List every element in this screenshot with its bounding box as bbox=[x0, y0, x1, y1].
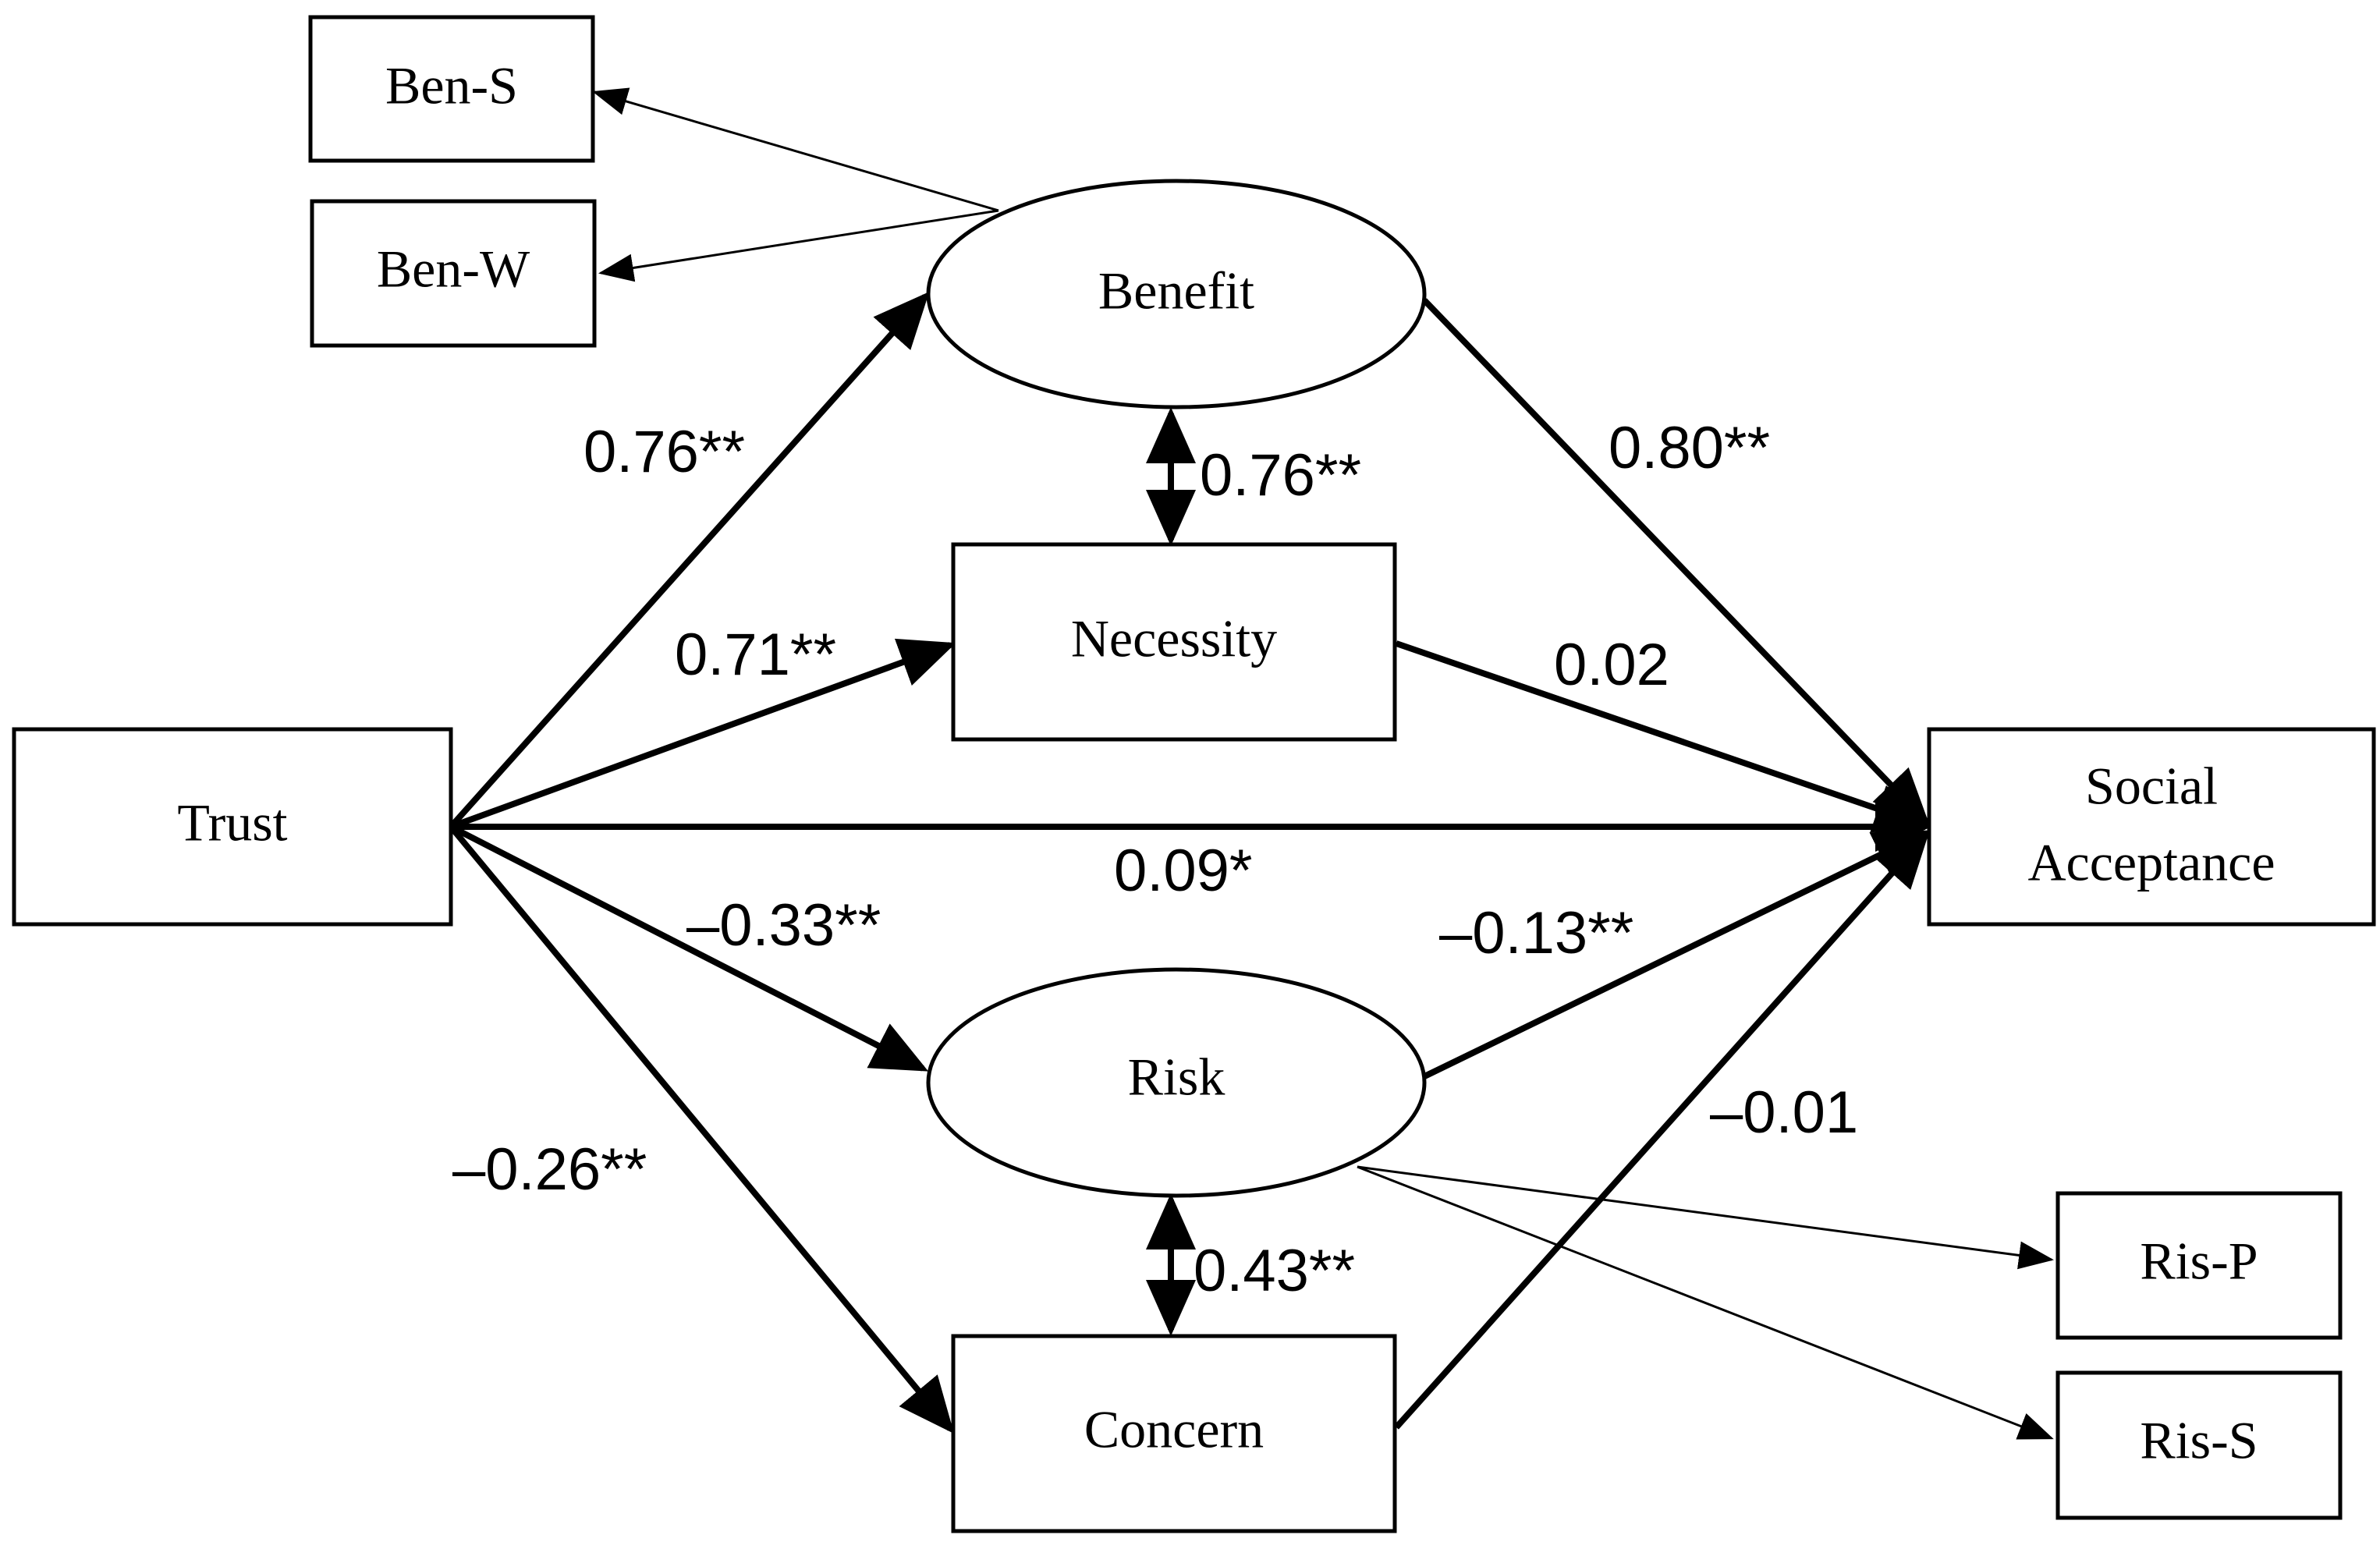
concern-to-social-path bbox=[1394, 831, 1930, 1430]
coef-trust-benefit: 0.76** bbox=[583, 419, 745, 485]
ben-s-node: Ben-S bbox=[308, 15, 595, 163]
trust-label: Trust bbox=[177, 793, 287, 852]
necessity-label: Necessity bbox=[1071, 609, 1277, 668]
ris-s-node: Ris-S bbox=[2055, 1370, 2343, 1520]
concern-node: Concern bbox=[951, 1334, 1397, 1533]
coef-risk-concern: 0.43** bbox=[1194, 1238, 1355, 1304]
coef-concern-social: –0.01 bbox=[1710, 1079, 1858, 1146]
ris-p-label: Ris-P bbox=[2140, 1232, 2258, 1291]
risk-to-ris-s-path bbox=[1357, 1165, 2054, 1440]
benefit-to-social-path bbox=[1422, 298, 1930, 825]
coef-trust-risk: –0.33** bbox=[686, 892, 881, 959]
coef-trust-social: 0.09* bbox=[1114, 838, 1253, 904]
risk-to-social-path bbox=[1420, 830, 1931, 1081]
trust-to-concern-path bbox=[448, 824, 955, 1434]
benefit-to-ben-w-path bbox=[598, 209, 999, 282]
trust-node: Trust bbox=[12, 727, 453, 927]
ben-s-label: Ben-S bbox=[385, 56, 518, 115]
necessity-node: Necessity bbox=[951, 542, 1397, 742]
social-acceptance-label-line2: Acceptance bbox=[2027, 833, 2275, 892]
trust-to-benefit-path bbox=[449, 292, 930, 829]
risk-to-ris-p-path bbox=[1357, 1165, 2054, 1270]
benefit-node: Benefit bbox=[926, 179, 1427, 409]
coef-risk-social: –0.13** bbox=[1439, 900, 1633, 966]
coef-trust-concern: –0.26** bbox=[452, 1136, 647, 1203]
risk-label: Risk bbox=[1128, 1047, 1225, 1107]
coef-benefit-necessity: 0.76** bbox=[1200, 442, 1361, 509]
coef-necessity-social: 0.02 bbox=[1554, 632, 1669, 698]
trust-to-necessity-path bbox=[449, 638, 956, 830]
ben-w-node: Ben-W bbox=[310, 199, 597, 348]
coef-benefit-social: 0.80** bbox=[1609, 415, 1770, 481]
social-acceptance-label-line1: Social bbox=[2085, 757, 2218, 816]
ris-s-label: Ris-S bbox=[2140, 1411, 2258, 1470]
social-acceptance-node: Social Acceptance bbox=[1927, 727, 2376, 927]
risk-node: Risk bbox=[926, 967, 1427, 1198]
coef-trust-necessity: 0.71** bbox=[675, 622, 836, 688]
ris-p-node: Ris-P bbox=[2055, 1191, 2343, 1340]
trust-to-risk-path bbox=[449, 824, 929, 1072]
concern-label: Concern bbox=[1084, 1400, 1264, 1459]
necessity-to-social-path bbox=[1395, 640, 1931, 833]
benefit-to-ben-s-path bbox=[592, 87, 999, 212]
benefit-label: Benefit bbox=[1098, 261, 1254, 321]
ben-w-label: Ben-W bbox=[377, 239, 530, 299]
